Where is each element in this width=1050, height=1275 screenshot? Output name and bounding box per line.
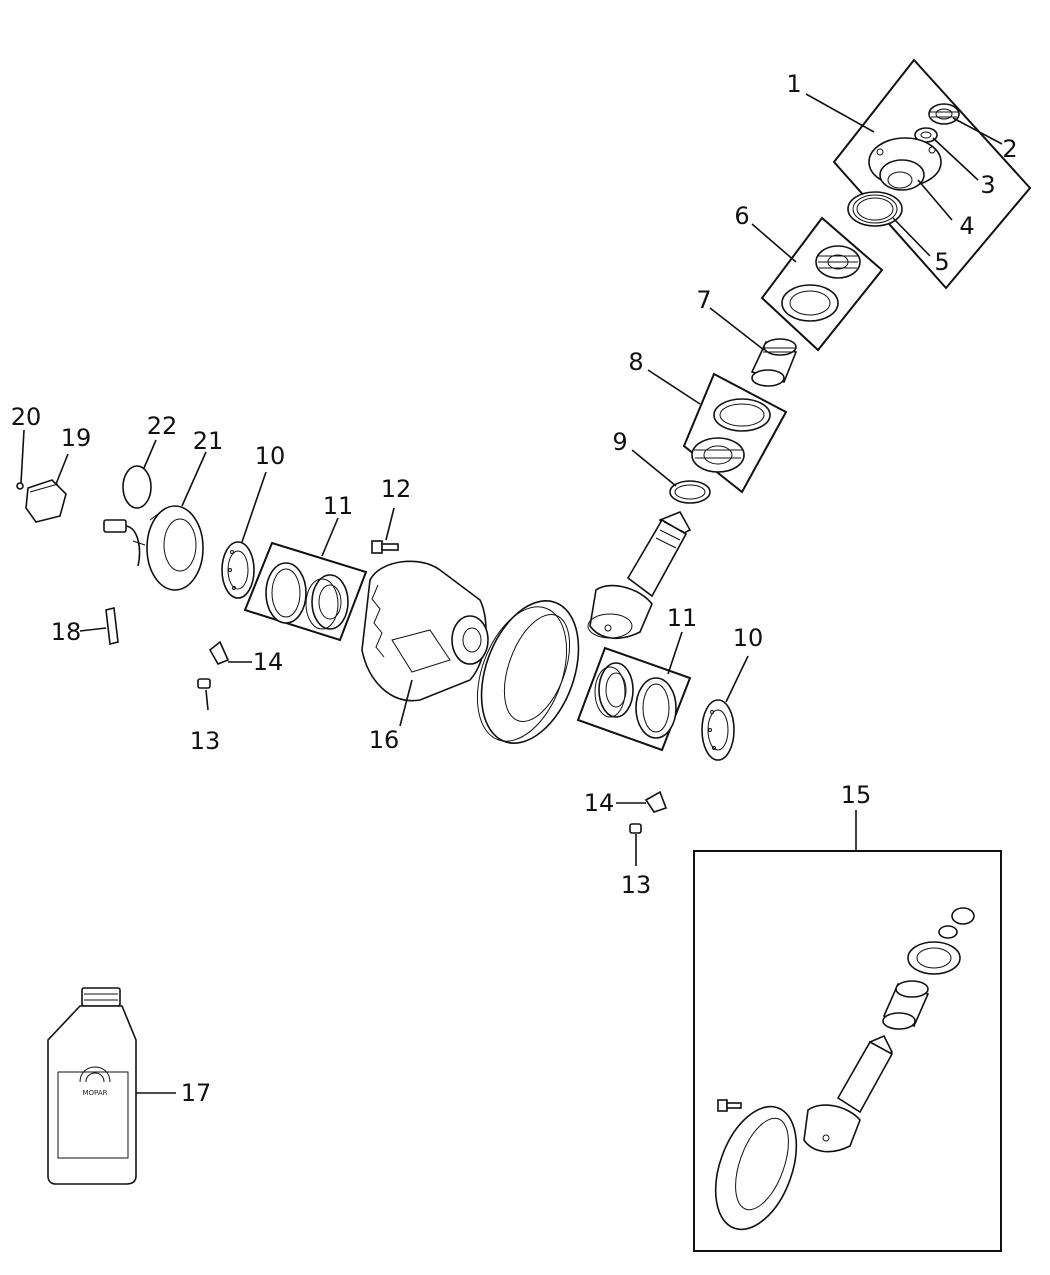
left-bearing-adjuster[interactable] <box>221 541 255 599</box>
group-box-6 <box>760 216 884 352</box>
callout-18: 18 <box>51 618 82 646</box>
callout-8: 8 <box>628 348 643 376</box>
outer-pinion-bearing-cup[interactable] <box>781 284 839 322</box>
kit-pinion-gear <box>803 1034 894 1153</box>
inner-pinion-bearing-cone[interactable] <box>691 437 745 473</box>
bracket-left[interactable] <box>208 640 230 666</box>
callout-12: 12 <box>381 475 412 503</box>
right-bearing-adjuster[interactable] <box>701 699 735 761</box>
pinion-gear[interactable] <box>587 510 692 639</box>
callout-20: 20 <box>11 403 42 431</box>
group-box-1 <box>832 58 1032 290</box>
ring-gear[interactable] <box>460 587 596 756</box>
o-ring[interactable] <box>122 465 152 509</box>
callout-21: 21 <box>193 427 224 455</box>
right-carrier-bearing-cup[interactable] <box>635 677 677 739</box>
group-box-8 <box>682 372 788 494</box>
callout-13-right: 13 <box>621 871 652 899</box>
callout-11-left: 11 <box>323 492 354 520</box>
group-box-11-right <box>576 646 692 752</box>
callout-10-left: 10 <box>255 442 286 470</box>
screw-right[interactable] <box>629 823 642 834</box>
callout-22: 22 <box>147 412 178 440</box>
kit-nut <box>951 907 975 925</box>
callout-11-right: 11 <box>667 604 698 632</box>
connector-cover[interactable] <box>25 479 67 523</box>
callout-14-right: 14 <box>584 789 615 817</box>
callout-7: 7 <box>696 286 711 314</box>
callout-17: 17 <box>181 1079 212 1107</box>
callout-13-left: 13 <box>190 727 221 755</box>
right-carrier-bearing-cone[interactable] <box>594 662 634 718</box>
leader-lines <box>20 93 1003 1094</box>
left-carrier-bearing-group <box>243 541 368 642</box>
callout-4: 4 <box>959 212 974 240</box>
inner-pinion-bearing-cup[interactable] <box>713 398 771 432</box>
pinion-seal[interactable] <box>847 191 903 227</box>
pinion-flange-group <box>832 58 1032 290</box>
callout-6: 6 <box>734 202 749 230</box>
left-carrier-bearing-cone[interactable] <box>305 574 349 630</box>
differential-case[interactable] <box>361 560 489 702</box>
callout-labels: 1 2 3 4 5 6 7 8 9 10 10 11 11 12 13 13 1… <box>11 70 1018 1107</box>
callout-1: 1 <box>786 70 801 98</box>
kit-washer <box>938 925 958 939</box>
collapsible-spacer[interactable] <box>750 338 798 387</box>
kit-ring-gear <box>714 1105 798 1231</box>
gear-oil-bottle[interactable]: MOPAR <box>47 987 137 1185</box>
inner-pinion-bearing-group <box>682 372 788 494</box>
kit-spacer <box>882 980 930 1030</box>
kit-seal <box>907 941 961 975</box>
kit-bolt <box>717 1099 742 1112</box>
pinion-nut[interactable] <box>928 103 960 125</box>
pinion-shim[interactable] <box>669 480 711 504</box>
group-box-15 <box>693 850 1002 1252</box>
group-box-11-left <box>243 541 368 642</box>
pinion-flange[interactable] <box>868 137 942 191</box>
bottle-brand: MOPAR <box>83 1089 108 1097</box>
retaining-clip[interactable] <box>105 607 119 645</box>
screw-left[interactable] <box>197 678 211 689</box>
callout-3: 3 <box>980 171 995 199</box>
ring-gear-bolt[interactable] <box>371 540 399 554</box>
outer-pinion-bearing-group <box>760 216 884 352</box>
callout-10-right: 10 <box>733 624 764 652</box>
callout-2: 2 <box>1002 135 1017 163</box>
cover-screw[interactable] <box>16 482 24 490</box>
bracket-right[interactable] <box>644 790 668 813</box>
callout-9: 9 <box>612 428 627 456</box>
callout-19: 19 <box>61 424 92 452</box>
callout-14-left: 14 <box>253 648 284 676</box>
right-carrier-bearing-group <box>576 646 692 752</box>
sensor-connector[interactable] <box>103 519 141 567</box>
left-carrier-bearing-cup[interactable] <box>265 562 307 624</box>
ring-pinion-kit <box>693 850 1002 1252</box>
callout-16: 16 <box>369 726 400 754</box>
axle-lock-actuator[interactable] <box>132 505 204 591</box>
callout-15: 15 <box>841 781 872 809</box>
outer-pinion-bearing-cone[interactable] <box>815 245 861 279</box>
callout-5: 5 <box>934 248 949 276</box>
